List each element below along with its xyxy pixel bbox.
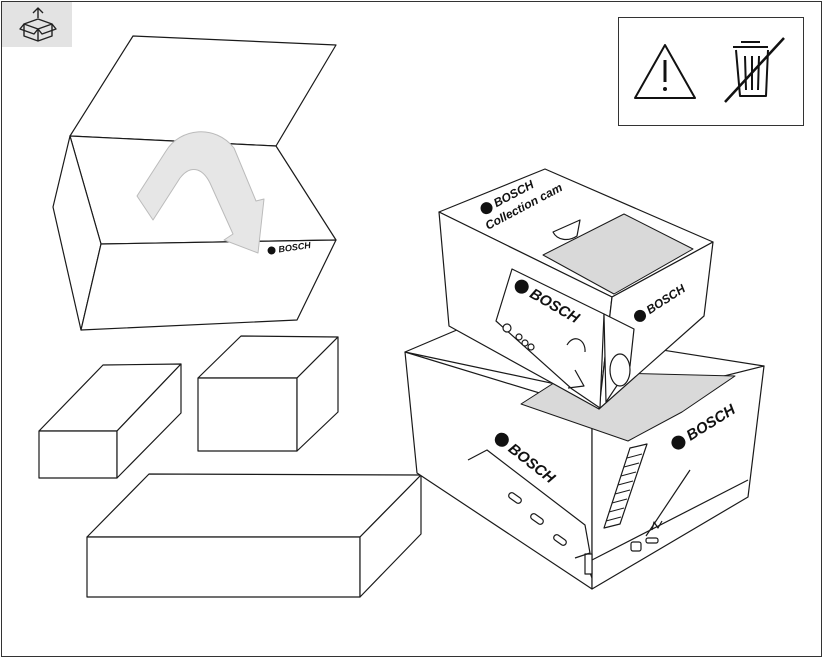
product-box-buttons bbox=[502, 323, 535, 351]
warning-panel bbox=[618, 17, 804, 126]
open-box-brand: BOSCH bbox=[267, 240, 312, 255]
bosch-logo-icon bbox=[267, 246, 276, 255]
unpack-box-icon bbox=[19, 7, 57, 42]
bosch-logo-icon bbox=[634, 309, 647, 322]
large-flat-box bbox=[86, 473, 422, 598]
open-box-bottom bbox=[80, 239, 337, 331]
open-box-brand-text: BOSCH bbox=[278, 240, 312, 254]
bosch-logo-icon bbox=[671, 435, 686, 450]
no-trash-bin-icon bbox=[724, 37, 785, 103]
product-box: BOSCH Collection cam BOSCH BOSCH bbox=[438, 168, 714, 410]
base-box-buttons bbox=[508, 492, 567, 546]
open-box: BOSCH bbox=[52, 35, 337, 331]
small-box-left bbox=[38, 363, 182, 479]
open-box-lid bbox=[69, 35, 337, 147]
product-box-label bbox=[542, 213, 694, 295]
warning-panel-frame bbox=[618, 17, 804, 126]
curved-arrow-icon bbox=[136, 131, 265, 254]
bosch-logo-icon bbox=[514, 279, 529, 294]
bosch-logo-icon bbox=[480, 202, 493, 215]
small-box-middle bbox=[197, 335, 339, 452]
bosch-logo-icon bbox=[494, 432, 509, 447]
unpack-badge bbox=[2, 2, 72, 47]
warning-triangle-icon bbox=[634, 44, 696, 99]
